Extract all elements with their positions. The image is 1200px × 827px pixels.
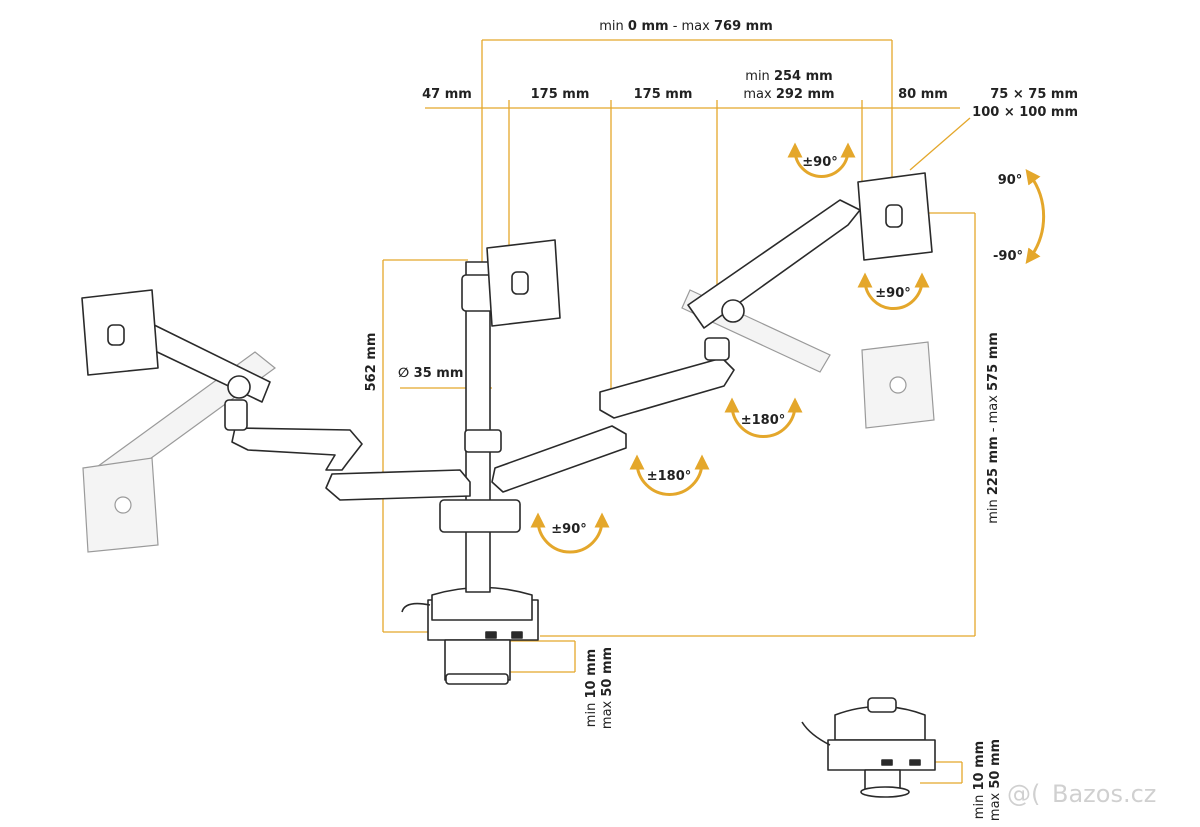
small-clamp-detail xyxy=(801,697,936,798)
center-head xyxy=(486,239,561,327)
desk-clamp xyxy=(401,586,539,685)
arm-175-a-label: 175 mm xyxy=(531,87,590,102)
base-rotation-label: ±90° xyxy=(551,522,586,537)
rotation-labels: 90° -90° ±90° ±90° ±180° ±180° ±90° xyxy=(551,155,1023,537)
vesa-line2: 100 × 100 mm xyxy=(972,105,1078,120)
offset-47-label: 47 mm xyxy=(422,87,472,102)
left-arm xyxy=(81,289,471,501)
height-range-label: min 225 mm - max 575 mm xyxy=(986,332,1001,524)
clamp-small-max-label: max 50 mm xyxy=(988,739,1003,821)
offset-80-label: 80 mm xyxy=(898,87,948,102)
clamp-main-max-label: max 50 mm xyxy=(600,647,615,729)
pole-height-label: 562 mm xyxy=(364,333,379,392)
arm-ext-max-label: max 292 mm xyxy=(743,87,834,102)
watermark-logo-icon: @( xyxy=(1007,780,1040,808)
tilt-bottom-label: -90° xyxy=(993,249,1023,264)
monitor-arm xyxy=(81,172,936,798)
swivel-head-right-label: ±90° xyxy=(875,286,910,301)
rotation-arrows xyxy=(530,142,1046,554)
arm-175-b-label: 175 mm xyxy=(634,87,693,102)
pole-diameter-label: ∅ 35 mm xyxy=(398,366,463,381)
dimension-labels: min 0 mm - max 769 mm 47 mm 175 mm 175 m… xyxy=(364,19,1078,821)
pole xyxy=(465,261,491,593)
watermark-text: Bazos.cz xyxy=(1052,780,1156,808)
span-label: min 0 mm - max 769 mm xyxy=(599,19,773,34)
arm-right-rotation-label: ±180° xyxy=(741,413,786,428)
right-arm xyxy=(491,172,933,493)
watermark: @( Bazos.cz xyxy=(1007,780,1156,808)
swivel-head-top-label: ±90° xyxy=(802,155,837,170)
arm-center-rotation-label: ±180° xyxy=(647,469,692,484)
vesa-line1: 75 × 75 mm xyxy=(990,87,1078,102)
tilt-top-label: 90° xyxy=(998,173,1023,188)
clamp-main-min-label: min 10 mm xyxy=(584,649,599,727)
clamp-small-min-label: min 10 mm xyxy=(972,741,987,819)
arm-ext-min-label: min 254 mm xyxy=(745,69,832,84)
